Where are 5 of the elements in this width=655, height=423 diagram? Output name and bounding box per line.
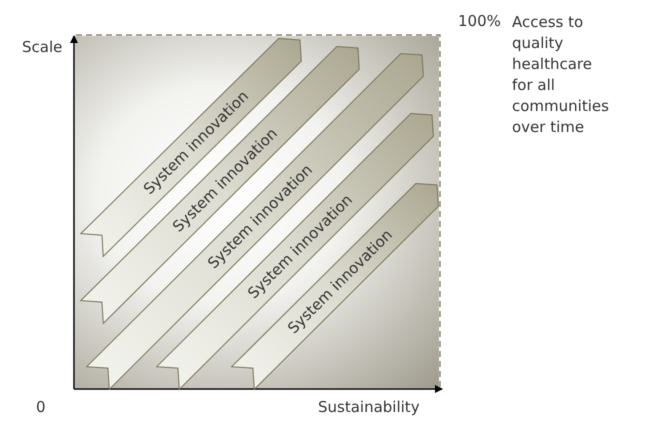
axis-label: Sustainability [318, 398, 420, 416]
axis-label: Scale [22, 38, 62, 56]
origin-label: 0 [36, 398, 46, 416]
goal-text: Access to quality healthcare for all communities over time [512, 12, 610, 138]
axis-value: 100% [458, 12, 501, 30]
